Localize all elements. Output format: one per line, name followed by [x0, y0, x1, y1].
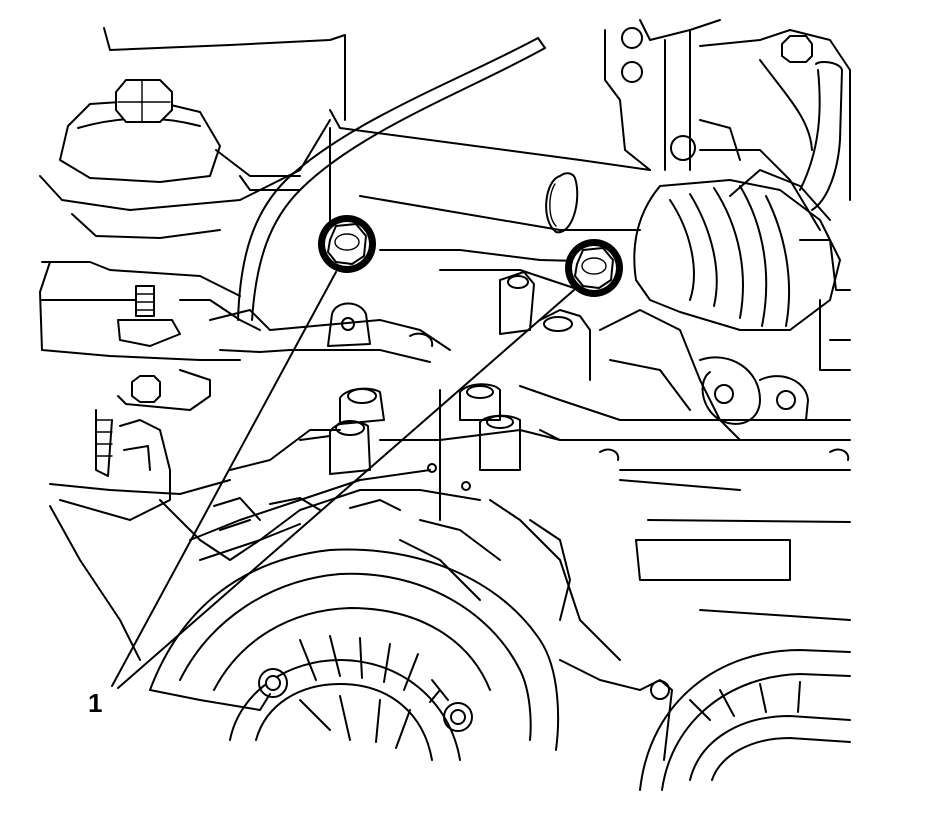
intake-hose — [633, 169, 851, 371]
coolant-hoses — [604, 19, 851, 231]
callout-leaders — [111, 271, 575, 689]
intake-housing — [329, 109, 651, 291]
curved-tube — [237, 37, 546, 321]
left-brackets — [41, 261, 261, 521]
crank-pulley — [229, 635, 473, 761]
accessory-pulley — [639, 649, 851, 791]
oil-filler-cap — [39, 27, 346, 351]
callout-label-1: 1 — [88, 688, 102, 718]
bolt-left — [318, 215, 376, 273]
bolt-right — [565, 239, 623, 297]
timing-cover — [49, 429, 641, 751]
cylinder-block — [209, 271, 851, 621]
